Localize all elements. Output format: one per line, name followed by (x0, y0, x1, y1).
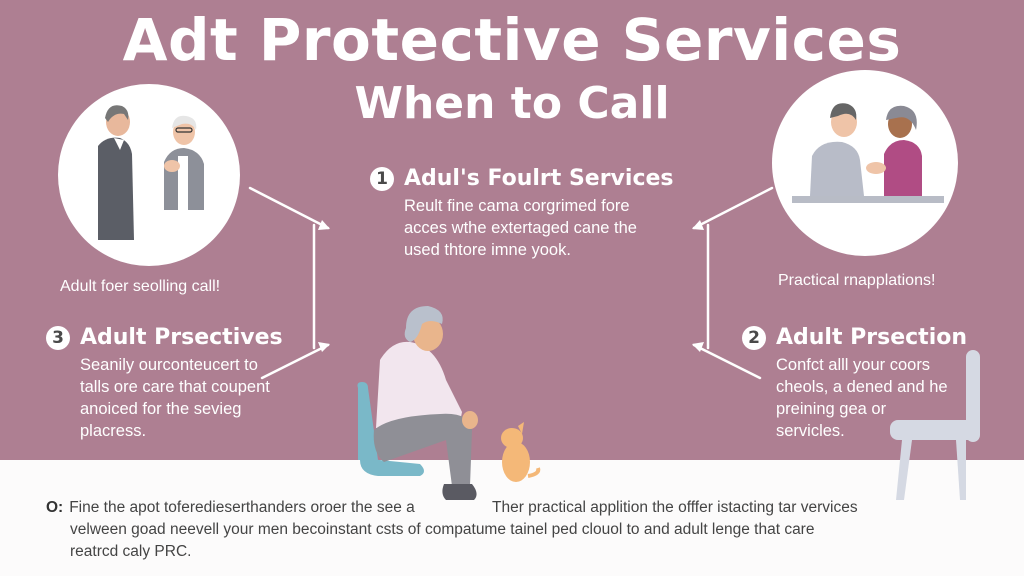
two-adults-talking-icon (98, 105, 204, 240)
section-body: Seanily ourconteucert to talls ore care … (80, 356, 270, 440)
section-heading: Adult Prsection (776, 325, 968, 350)
page-subtitle: When to Call (354, 78, 670, 129)
illustration-right-circle (772, 70, 958, 256)
footer-line-1a: O:Fine the apot toferedieserthanders oro… (46, 499, 415, 516)
section-body: Reult fine cama corgrimed fore acces wth… (404, 197, 637, 259)
footer-line-2: velween goad neevell your men becoinstan… (70, 521, 815, 538)
footer-line-1b: Ther practical applition the offfer ista… (492, 499, 858, 516)
section-body: Confct alll your coors cheols, a dened a… (776, 356, 948, 440)
two-adults-holding-hands-icon (792, 103, 944, 203)
number-badge: 2 (742, 325, 766, 350)
footer-line-3: reatrcd caly PRC. (70, 543, 192, 560)
caption-left: Adult foer seolling call! (60, 278, 221, 295)
number-badge: 3 (46, 325, 70, 350)
section-heading: Adul's Foulrt Services (404, 166, 674, 191)
page-title: Adt Protective Services (122, 6, 902, 74)
section-heading: Adult Prsectives (80, 325, 283, 350)
section-2: 2 Adult Prsection Confct alll your coors… (742, 325, 967, 442)
footer-bullet: O: (46, 499, 64, 516)
number-badge: 1 (370, 166, 394, 191)
illustration-left-circle (58, 84, 240, 266)
section-1: 1 Adul's Foulrt Services Reult fine cama… (370, 166, 674, 261)
caption-right: Practical rnapplations! (778, 272, 936, 289)
section-3: 3 Adult Prsectives Seanily ourconteucert… (46, 325, 283, 442)
